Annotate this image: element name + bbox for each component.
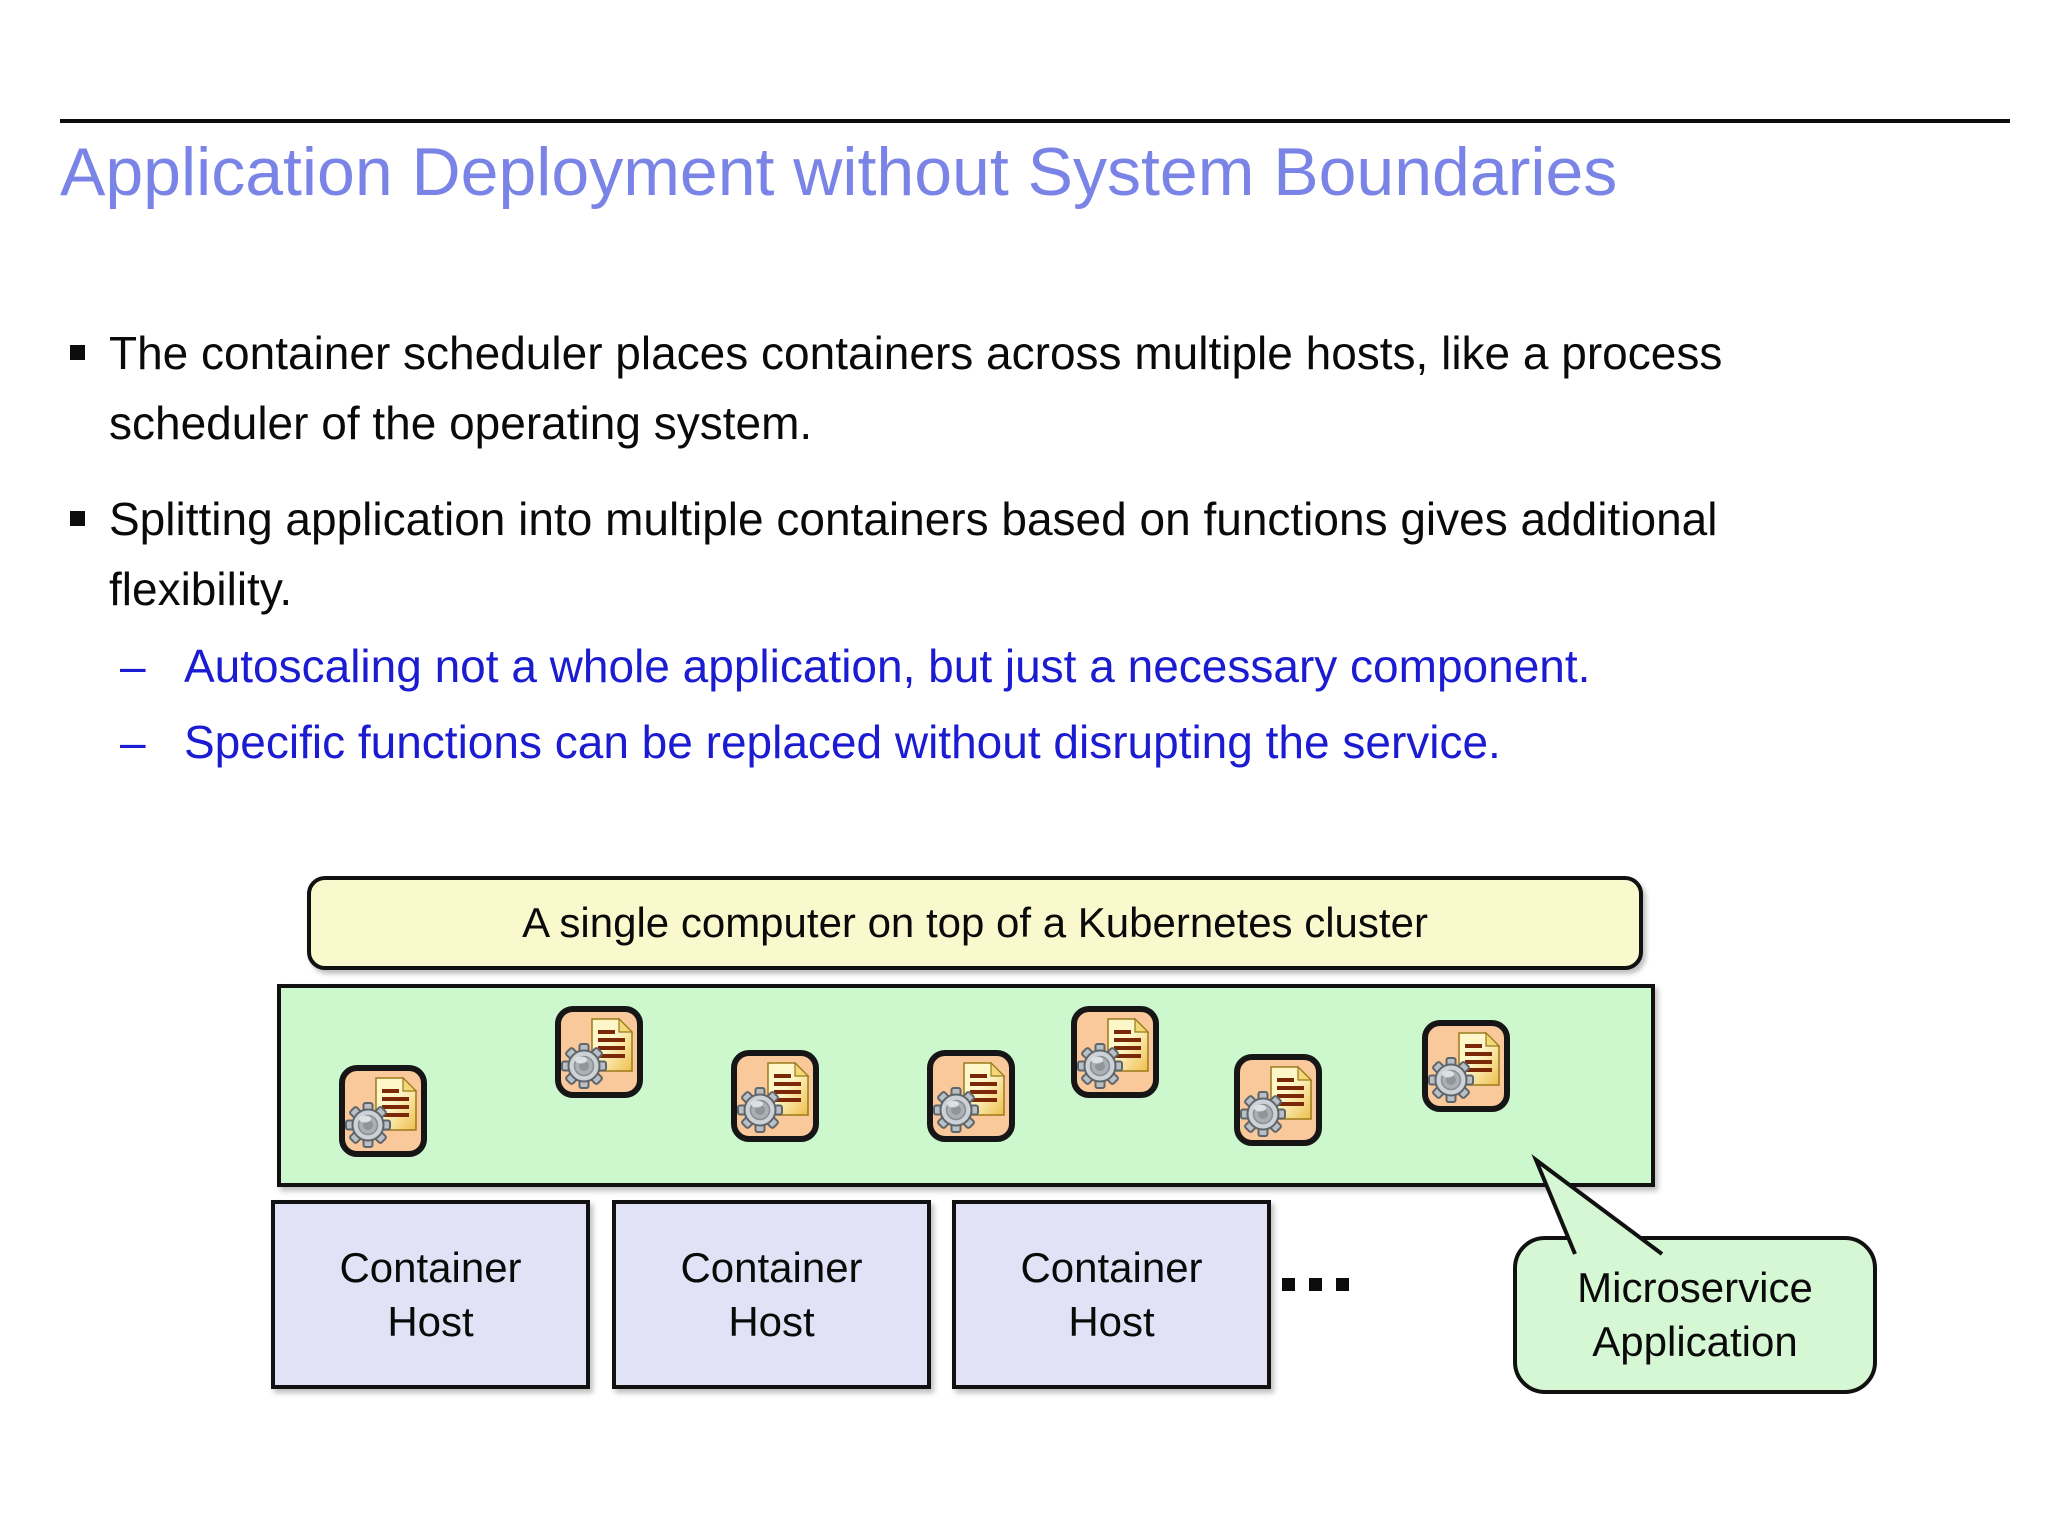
gear-document-container-icon <box>731 1050 819 1142</box>
pod-icon <box>1070 1005 1160 1099</box>
microservice-application-callout: Microservice Application <box>1513 1236 1877 1394</box>
document-icon <box>767 1061 810 1116</box>
page-title: Application Deployment without System Bo… <box>60 134 1618 210</box>
kubernetes-cluster-label: A single computer on top of a Kubernetes… <box>522 899 1428 946</box>
pod-icon <box>554 1005 644 1099</box>
square-bullet-icon <box>70 511 85 526</box>
bullet-list: The container scheduler places container… <box>64 318 1944 782</box>
container-host-box: Container Host <box>952 1200 1271 1389</box>
more-hosts-ellipsis <box>1282 1278 1349 1291</box>
pod-icon <box>730 1049 820 1143</box>
gear-document-container-icon <box>1071 1006 1159 1098</box>
container-host-label: Container <box>680 1243 863 1291</box>
pod-panel <box>277 984 1655 1187</box>
container-host-label: Container <box>339 1243 522 1291</box>
document-icon <box>963 1061 1006 1116</box>
pod-icon <box>338 1064 428 1158</box>
container-host-label: Container <box>1020 1243 1203 1291</box>
container-host-label: Host <box>728 1297 815 1345</box>
ellipsis-dot <box>1309 1278 1322 1291</box>
gear-icon <box>1428 1057 1474 1103</box>
gear-icon <box>933 1087 979 1133</box>
dash-bullet: – <box>120 716 146 768</box>
gear-document-container-icon <box>1234 1054 1322 1146</box>
bullet-item: The container scheduler places container… <box>64 318 1944 458</box>
document-icon <box>1270 1065 1313 1120</box>
container-host-label: Host <box>1068 1297 1155 1345</box>
callout-label: Microservice <box>1577 1264 1813 1311</box>
gear-icon <box>1240 1091 1286 1137</box>
ellipsis-dot <box>1336 1278 1349 1291</box>
callout-label: Application <box>1592 1318 1798 1365</box>
gear-icon <box>737 1087 783 1133</box>
pod-icon <box>1233 1053 1323 1147</box>
container-host-box: Container Host <box>612 1200 931 1389</box>
square-bullet-icon <box>70 345 85 360</box>
bullet-text-line: scheduler of the operating system. <box>109 397 813 449</box>
sub-bullet-item: – Autoscaling not a whole application, b… <box>120 630 1944 702</box>
pod-icon <box>926 1049 1016 1143</box>
gear-icon <box>345 1102 391 1148</box>
gear-document-container-icon <box>339 1065 427 1157</box>
bullet-text-line: flexibility. <box>109 563 293 615</box>
gear-icon <box>1077 1043 1123 1089</box>
gear-icon <box>561 1043 607 1089</box>
kubernetes-cluster-box: A single computer on top of a Kubernetes… <box>307 876 1643 970</box>
bullet-text-line: Splitting application into multiple cont… <box>109 493 1718 545</box>
container-host-label: Host <box>387 1297 474 1345</box>
sub-bullet-item: – Specific functions can be replaced wit… <box>120 706 1944 778</box>
dash-bullet: – <box>120 640 146 692</box>
sub-bullet-text: Autoscaling not a whole application, but… <box>184 640 1591 692</box>
sub-bullet-text: Specific functions can be replaced witho… <box>184 716 1501 768</box>
gear-document-container-icon <box>1422 1020 1510 1112</box>
document-icon <box>1107 1017 1150 1072</box>
container-host-box: Container Host <box>271 1200 590 1389</box>
document-icon <box>1458 1031 1501 1086</box>
title-separator-line <box>60 119 2010 123</box>
pod-icon <box>1421 1019 1511 1113</box>
bullet-item: Splitting application into multiple cont… <box>64 484 1944 624</box>
bullet-text-line: The container scheduler places container… <box>109 327 1723 379</box>
gear-document-container-icon <box>927 1050 1015 1142</box>
ellipsis-dot <box>1282 1278 1295 1291</box>
document-icon <box>591 1017 634 1072</box>
gear-document-container-icon <box>555 1006 643 1098</box>
